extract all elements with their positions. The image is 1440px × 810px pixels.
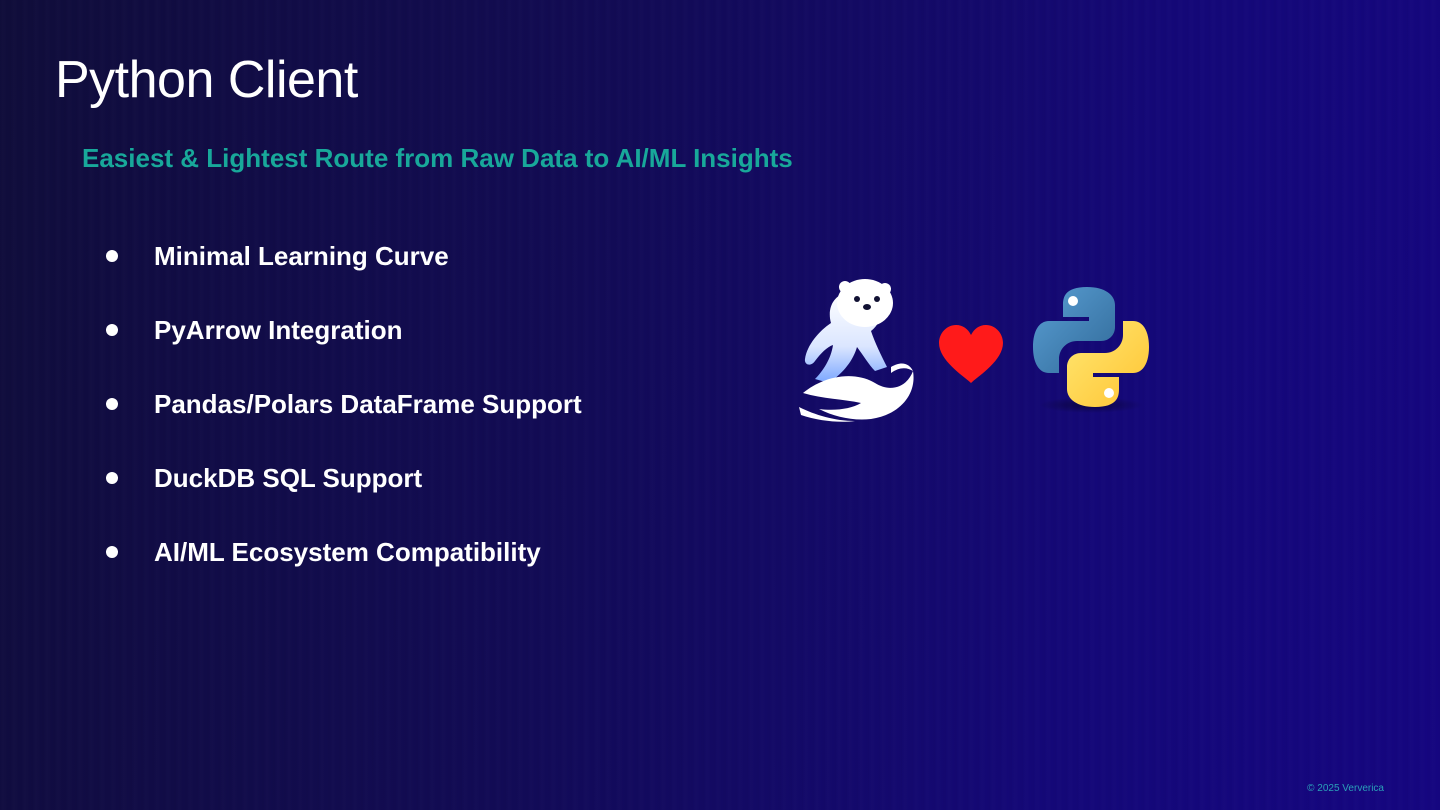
bullet-text: PyArrow Integration (154, 315, 403, 345)
bullet-dot (106, 472, 118, 484)
slide-subtitle: Easiest & Lightest Route from Raw Data t… (82, 143, 793, 173)
otter-surfing-wave-logo (799, 279, 914, 422)
bullet-dot (106, 546, 118, 558)
list-item: PyArrow Integration (106, 310, 582, 384)
list-item: Minimal Learning Curve (106, 236, 582, 310)
bullet-list: Minimal Learning Curve PyArrow Integrati… (106, 236, 582, 606)
bullet-dot (106, 324, 118, 336)
list-item: DuckDB SQL Support (106, 458, 582, 532)
bullet-dot (106, 398, 118, 410)
copyright-footer: © 2025 Ververica (1307, 783, 1384, 794)
bullet-text: Pandas/Polars DataFrame Support (154, 389, 582, 419)
python-logo (1033, 287, 1149, 413)
heart-icon (939, 325, 1003, 383)
bullet-dot (106, 250, 118, 262)
logo-illustration (799, 279, 1149, 422)
bullet-text: Minimal Learning Curve (154, 241, 449, 271)
list-item: AI/ML Ecosystem Compatibility (106, 532, 582, 606)
bullet-text: AI/ML Ecosystem Compatibility (154, 537, 541, 567)
slide-title: Python Client (55, 51, 358, 109)
list-item: Pandas/Polars DataFrame Support (106, 384, 582, 458)
bullet-text: DuckDB SQL Support (154, 463, 423, 493)
